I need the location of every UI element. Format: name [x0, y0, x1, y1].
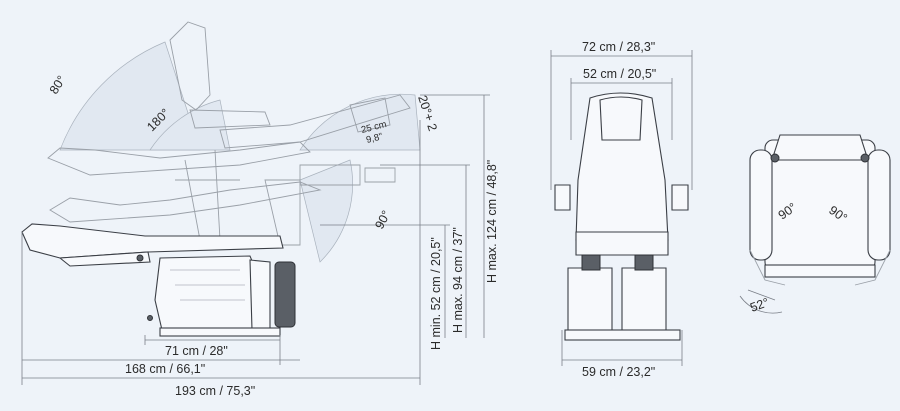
- w-72-label: 72 cm / 28,3": [582, 40, 655, 54]
- w-168-label: 168 cm / 66,1": [125, 362, 205, 376]
- front-dim-lines: [550, 50, 693, 366]
- ghost-base: [175, 149, 301, 246]
- h-max-94-label: H max. 94 cm / 37": [451, 227, 465, 333]
- w-193-label: 193 cm / 75,3": [175, 384, 255, 398]
- front-armrest-right: [671, 184, 689, 211]
- angle-90-arc: [299, 159, 353, 263]
- front-headrest: [599, 96, 643, 141]
- front-leg-right: [621, 267, 667, 331]
- front-seat: [575, 231, 669, 256]
- angle-180-arc: [149, 99, 231, 151]
- h-max-124-label: H max. 124 cm / 48,8": [485, 160, 499, 283]
- front-leg-left: [567, 267, 613, 331]
- angle-80-label: 80°: [47, 73, 69, 96]
- side-seat-cushion: [21, 223, 284, 259]
- side-view: 80° 180° 20°+ 2 25 cm 9,8" 90° H min. 52…: [21, 21, 499, 398]
- front-armrest-left: [554, 184, 571, 211]
- angle-20-arc: [299, 93, 421, 151]
- side-base-plate: [159, 327, 281, 337]
- seat-98-label: 9,8": [365, 131, 384, 146]
- top-headrest: [771, 134, 869, 161]
- top-chair: [749, 134, 891, 286]
- side-base-column: [154, 255, 256, 331]
- angle-20-label: 20°+ 2: [415, 94, 440, 133]
- side-control-box: [274, 261, 296, 328]
- angle-80-arc: [59, 41, 201, 151]
- top-base: [764, 264, 876, 278]
- w-71-label: 71 cm / 28": [165, 344, 228, 358]
- side-chair: [21, 223, 296, 337]
- tilt-52-label: 52°: [748, 295, 771, 315]
- w-59-label: 59 cm / 23,2": [582, 365, 655, 379]
- width-dim-lines: [21, 120, 421, 385]
- front-chair: [554, 92, 689, 341]
- height-dim-lines: [320, 94, 490, 338]
- angle-90-side-label: 90°: [372, 208, 393, 231]
- front-view: 72 cm / 28,3" 52 cm / 20,5" 59 cm / 23,2…: [550, 40, 693, 379]
- top-armrest-right: [867, 149, 891, 261]
- top-armrest-left: [749, 149, 773, 261]
- w-52-label: 52 cm / 20,5": [583, 67, 656, 81]
- h-min-label: H min. 52 cm / 20,5": [429, 237, 443, 350]
- front-base-plate: [564, 329, 681, 341]
- top-view: 90° 90° 52°: [739, 134, 891, 315]
